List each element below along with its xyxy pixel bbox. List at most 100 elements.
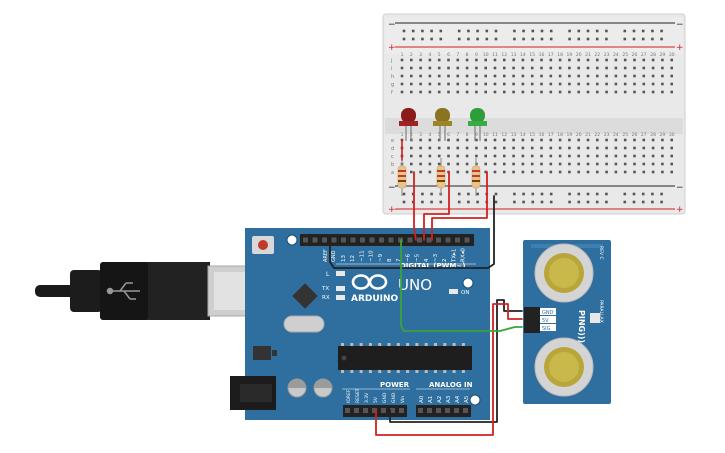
digital-pin-label: ~11 bbox=[359, 250, 365, 262]
column-number-top: 7 bbox=[456, 52, 459, 58]
resistor-3[interactable] bbox=[471, 158, 481, 196]
digital-pin-label: ~5 bbox=[415, 253, 421, 262]
breadboard: 1122334455667788991010111112121313141415… bbox=[382, 13, 686, 215]
column-number-top: 20 bbox=[576, 52, 582, 58]
row-letter: g bbox=[391, 82, 394, 88]
wire-green-sensor-sig bbox=[400, 239, 523, 332]
digital-header-holes bbox=[303, 237, 470, 243]
rail-plus-bottom-right: + bbox=[676, 205, 684, 215]
column-number-bottom: 21 bbox=[585, 132, 591, 138]
rail-minus-bottom-left: − bbox=[388, 183, 396, 193]
rail-minus-top-right: − bbox=[676, 20, 684, 30]
column-number-top: 23 bbox=[604, 52, 610, 58]
column-number-top: 1 bbox=[401, 52, 404, 58]
analog-header[interactable] bbox=[416, 405, 471, 417]
usb-cable bbox=[35, 262, 263, 320]
power-pin-label: Vin bbox=[400, 396, 406, 403]
power-pin-label: IOREF bbox=[346, 389, 352, 403]
digital-pin-label: ~6 bbox=[405, 253, 411, 262]
column-number-bottom: 7 bbox=[456, 132, 459, 138]
wire-red-sensor-5v bbox=[375, 303, 523, 436]
column-number-bottom: 17 bbox=[548, 132, 554, 138]
wires bbox=[329, 139, 523, 436]
gnd-top-label: GND bbox=[331, 250, 337, 262]
digital-pin-label: RX◂0 bbox=[461, 248, 467, 262]
rail-plus-bottom-left: + bbox=[388, 205, 396, 215]
row-letter: c bbox=[391, 154, 394, 160]
column-number-bottom: 4 bbox=[428, 132, 431, 138]
column-number-top: 3 bbox=[419, 52, 422, 58]
column-number-bottom: 27 bbox=[641, 132, 647, 138]
digital-pin-label: 2 bbox=[442, 259, 448, 263]
rail-plus-top-right: + bbox=[676, 43, 684, 53]
column-number-top: 15 bbox=[529, 52, 535, 58]
column-number-top: 17 bbox=[548, 52, 554, 58]
bottom-header-holes bbox=[345, 408, 468, 413]
column-number-bottom: 29 bbox=[660, 132, 666, 138]
column-number-bottom: 14 bbox=[520, 132, 526, 138]
sensor-pin-sig: SIG bbox=[542, 326, 551, 332]
ping-ultrasonic-sensor[interactable]: GND 5V SIG PING))) PARALLAX REV C bbox=[523, 240, 611, 404]
sensor-pin-gnd: GND bbox=[542, 310, 554, 316]
digital-header[interactable] bbox=[300, 234, 474, 246]
sensor-rev-text: REV C bbox=[598, 246, 604, 260]
led-l-label: L bbox=[326, 271, 330, 278]
row-letter: f bbox=[391, 90, 393, 96]
row-letter: h bbox=[391, 74, 394, 80]
analog-pin-label: A1 bbox=[428, 396, 434, 403]
column-number-bottom: 5 bbox=[438, 132, 441, 138]
breadboard-holes bbox=[400, 58, 673, 174]
column-number-bottom: 19 bbox=[567, 132, 573, 138]
led-red[interactable] bbox=[399, 108, 418, 141]
column-number-bottom: 9 bbox=[475, 132, 478, 138]
led-rx-label: RX bbox=[322, 295, 330, 301]
aref-label: AREF bbox=[323, 249, 329, 262]
analog-header-label: ANALOG IN bbox=[429, 381, 473, 389]
column-number-top: 8 bbox=[466, 52, 469, 58]
power-pin-label: GND bbox=[391, 392, 397, 403]
resistor-1[interactable] bbox=[397, 158, 407, 196]
column-number-top: 2 bbox=[410, 52, 413, 58]
column-number-top: 26 bbox=[632, 52, 638, 58]
arduino-logo-icon bbox=[351, 274, 388, 290]
column-number-top: 12 bbox=[501, 52, 507, 58]
column-number-top: 6 bbox=[447, 52, 450, 58]
wire-black-sensor-gnd bbox=[389, 299, 523, 423]
analog-pin-label: A5 bbox=[464, 395, 470, 403]
rail-minus-top-left: − bbox=[388, 20, 396, 30]
wire-red-led2 bbox=[423, 171, 450, 241]
column-number-bottom: 20 bbox=[576, 132, 582, 138]
wire-red-led1 bbox=[413, 171, 417, 241]
led-yellow[interactable] bbox=[433, 108, 452, 141]
column-number-top: 14 bbox=[520, 52, 526, 58]
led-green[interactable] bbox=[468, 108, 487, 141]
column-number-top: 4 bbox=[428, 52, 431, 58]
sensor-side-text: PARALLAX bbox=[598, 300, 604, 323]
digital-pin-label: TX▸1 bbox=[451, 249, 457, 263]
top-rail-holes bbox=[402, 29, 663, 204]
column-number-top: 9 bbox=[475, 52, 478, 58]
resistor-2[interactable] bbox=[436, 158, 446, 196]
arduino-logo-text: ARDUINO bbox=[351, 294, 399, 304]
atmega-chip bbox=[338, 346, 472, 370]
wire-red-led3 bbox=[431, 171, 488, 241]
digital-header-label: DIGITAL (PWM~) bbox=[400, 262, 465, 270]
digital-pin-label: 13 bbox=[341, 255, 347, 262]
row-letter: i bbox=[391, 66, 392, 72]
digital-pin-label: ~10 bbox=[369, 250, 375, 262]
column-number-top: 18 bbox=[557, 52, 563, 58]
analog-pin-label: A0 bbox=[419, 395, 425, 403]
power-pin-label: GND bbox=[382, 392, 388, 403]
column-number-top: 16 bbox=[539, 52, 545, 58]
column-number-bottom: 3 bbox=[419, 132, 422, 138]
column-number-bottom: 24 bbox=[613, 132, 619, 138]
column-number-bottom: 22 bbox=[594, 132, 600, 138]
column-numbers: 1122334455667788991010111112121313141415… bbox=[401, 52, 675, 138]
sensor-brand-text: PING))) bbox=[577, 310, 586, 343]
row-letter: b bbox=[391, 162, 394, 168]
column-number-bottom: 18 bbox=[557, 132, 563, 138]
